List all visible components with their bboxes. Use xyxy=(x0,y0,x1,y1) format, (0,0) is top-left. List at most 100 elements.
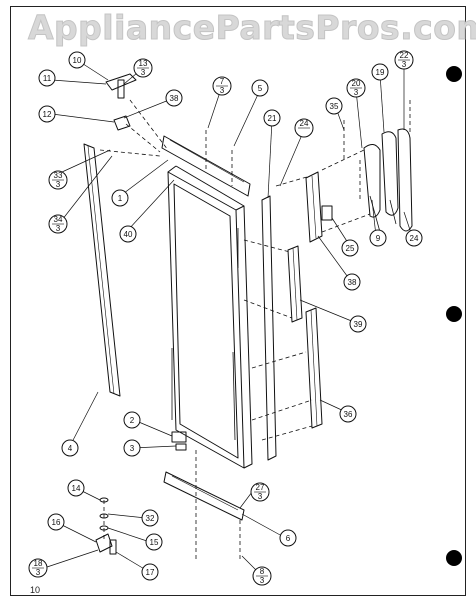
door-outer-panel xyxy=(167,165,253,469)
callout-18-sub: 3 xyxy=(36,568,41,577)
callouts: 10 11 133 12 38 333 343 1 40 73 5 21 24 … xyxy=(28,50,423,586)
callout-19: 19 xyxy=(371,63,389,81)
callout-6-label: 6 xyxy=(286,534,291,543)
door-bottom-bracket xyxy=(171,431,187,451)
callout-5: 5 xyxy=(251,79,269,97)
callout-10: 10 xyxy=(68,51,86,69)
callout-33-label: 33 xyxy=(54,171,63,180)
callout-25: 25 xyxy=(341,239,359,257)
callout-21: 21 xyxy=(263,109,281,127)
callout-10-label: 10 xyxy=(73,56,82,65)
binder-hole-middle xyxy=(446,306,462,322)
callout-33: 333 xyxy=(48,170,68,190)
callout-27-sub: 3 xyxy=(258,492,263,501)
callout-17-label: 17 xyxy=(146,568,155,577)
callout-16: 16 xyxy=(47,513,65,531)
callout-16-label: 16 xyxy=(52,518,61,527)
callout-19-label: 19 xyxy=(376,68,385,77)
diagram-border xyxy=(10,6,466,596)
callout-22-label: 22 xyxy=(400,51,409,60)
bottom-rail xyxy=(163,471,245,521)
callout-14-label: 14 xyxy=(72,484,81,493)
callout-24-label: 24 xyxy=(410,234,419,243)
callout-20-label: 20 xyxy=(352,79,361,88)
callout-11: 11 xyxy=(38,69,56,87)
callout-22: 223 xyxy=(394,50,414,70)
callout-13-label: 13 xyxy=(139,59,148,68)
callout-20: 203 xyxy=(346,78,366,98)
lower-hinge xyxy=(95,497,117,555)
callout-7-label: 7 xyxy=(220,77,225,86)
callout-33-sub: 3 xyxy=(56,180,61,189)
callout-11-label: 11 xyxy=(43,74,52,83)
callout-5-label: 5 xyxy=(258,84,263,93)
callout-14: 14 xyxy=(67,479,85,497)
callout-38-label: 38 xyxy=(348,278,357,287)
callout-1-label: 1 xyxy=(118,194,123,203)
callout-34-label: 34 xyxy=(54,215,63,224)
strip-39 xyxy=(287,245,303,323)
callout-37-label: 38 xyxy=(170,94,179,103)
callout-leaders xyxy=(43,59,413,575)
callout-13-sub: 3 xyxy=(141,68,146,77)
binder-hole-top xyxy=(446,66,462,82)
callout-36-label: 36 xyxy=(344,410,353,419)
watermark-text: AppliancePartsPros.com xyxy=(28,8,476,48)
callout-39-label: 39 xyxy=(354,320,363,329)
callout-24: 24 xyxy=(405,229,423,247)
callout-6: 6 xyxy=(279,529,297,547)
callout-21-label: 21 xyxy=(268,114,277,123)
page-number: 10 xyxy=(30,585,41,595)
callout-36: 36 xyxy=(339,405,357,423)
callout-17: 17 xyxy=(141,563,159,581)
strip-36 xyxy=(305,307,323,429)
callout-22-sub: 3 xyxy=(402,60,407,69)
binder-hole-bottom xyxy=(446,550,462,566)
callout-12: 12 xyxy=(38,105,56,123)
part-25-square xyxy=(321,205,333,221)
callout-9: 9 xyxy=(369,229,387,247)
vertical-strip-21 xyxy=(261,195,277,461)
callout-7-sub: 3 xyxy=(220,86,225,95)
callout-1: 1 xyxy=(111,189,129,207)
callout-34: 343 xyxy=(48,214,68,234)
callout-20-sub: 3 xyxy=(354,88,359,97)
callout-40-label: 40 xyxy=(124,230,133,239)
callout-39: 39 xyxy=(349,315,367,333)
callout-35: 35 xyxy=(325,97,343,115)
callout-18-label: 18 xyxy=(34,559,43,568)
callout-32: 32 xyxy=(141,509,159,527)
callout-9-label: 9 xyxy=(376,234,381,243)
callout-3: 3 xyxy=(123,439,141,457)
callout-37: 38 xyxy=(165,89,183,107)
callout-8-sub: 3 xyxy=(260,576,265,585)
callout-3-label: 3 xyxy=(130,444,135,453)
callout-15-label: 15 xyxy=(150,538,159,547)
handle-assembly xyxy=(363,128,413,233)
callout-2-label: 2 xyxy=(130,416,135,425)
callout-7: 73 xyxy=(212,76,232,96)
callout-8-label: 8 xyxy=(260,567,265,576)
door-liner-38 xyxy=(305,171,323,243)
left-side-trim xyxy=(83,143,121,397)
callout-4: 4 xyxy=(61,439,79,457)
callout-18: 183 xyxy=(28,558,48,578)
callout-4-label: 4 xyxy=(68,444,73,453)
callout-23-label: 24 xyxy=(300,119,309,128)
exploded-guide-lines xyxy=(99,99,411,560)
callout-27-label: 27 xyxy=(256,483,265,492)
callout-34-sub: 3 xyxy=(56,224,61,233)
callout-35-label: 35 xyxy=(330,102,339,111)
callout-40: 40 xyxy=(119,225,137,243)
callout-12-label: 12 xyxy=(43,110,52,119)
callout-13: 133 xyxy=(133,58,153,78)
callout-2: 2 xyxy=(123,411,141,429)
callout-38: 38 xyxy=(343,273,361,291)
callout-8: 83 xyxy=(252,566,272,586)
upper-hinge xyxy=(105,73,137,131)
callout-27: 273 xyxy=(250,482,270,502)
callout-15: 15 xyxy=(145,533,163,551)
callout-25-label: 25 xyxy=(346,244,355,253)
